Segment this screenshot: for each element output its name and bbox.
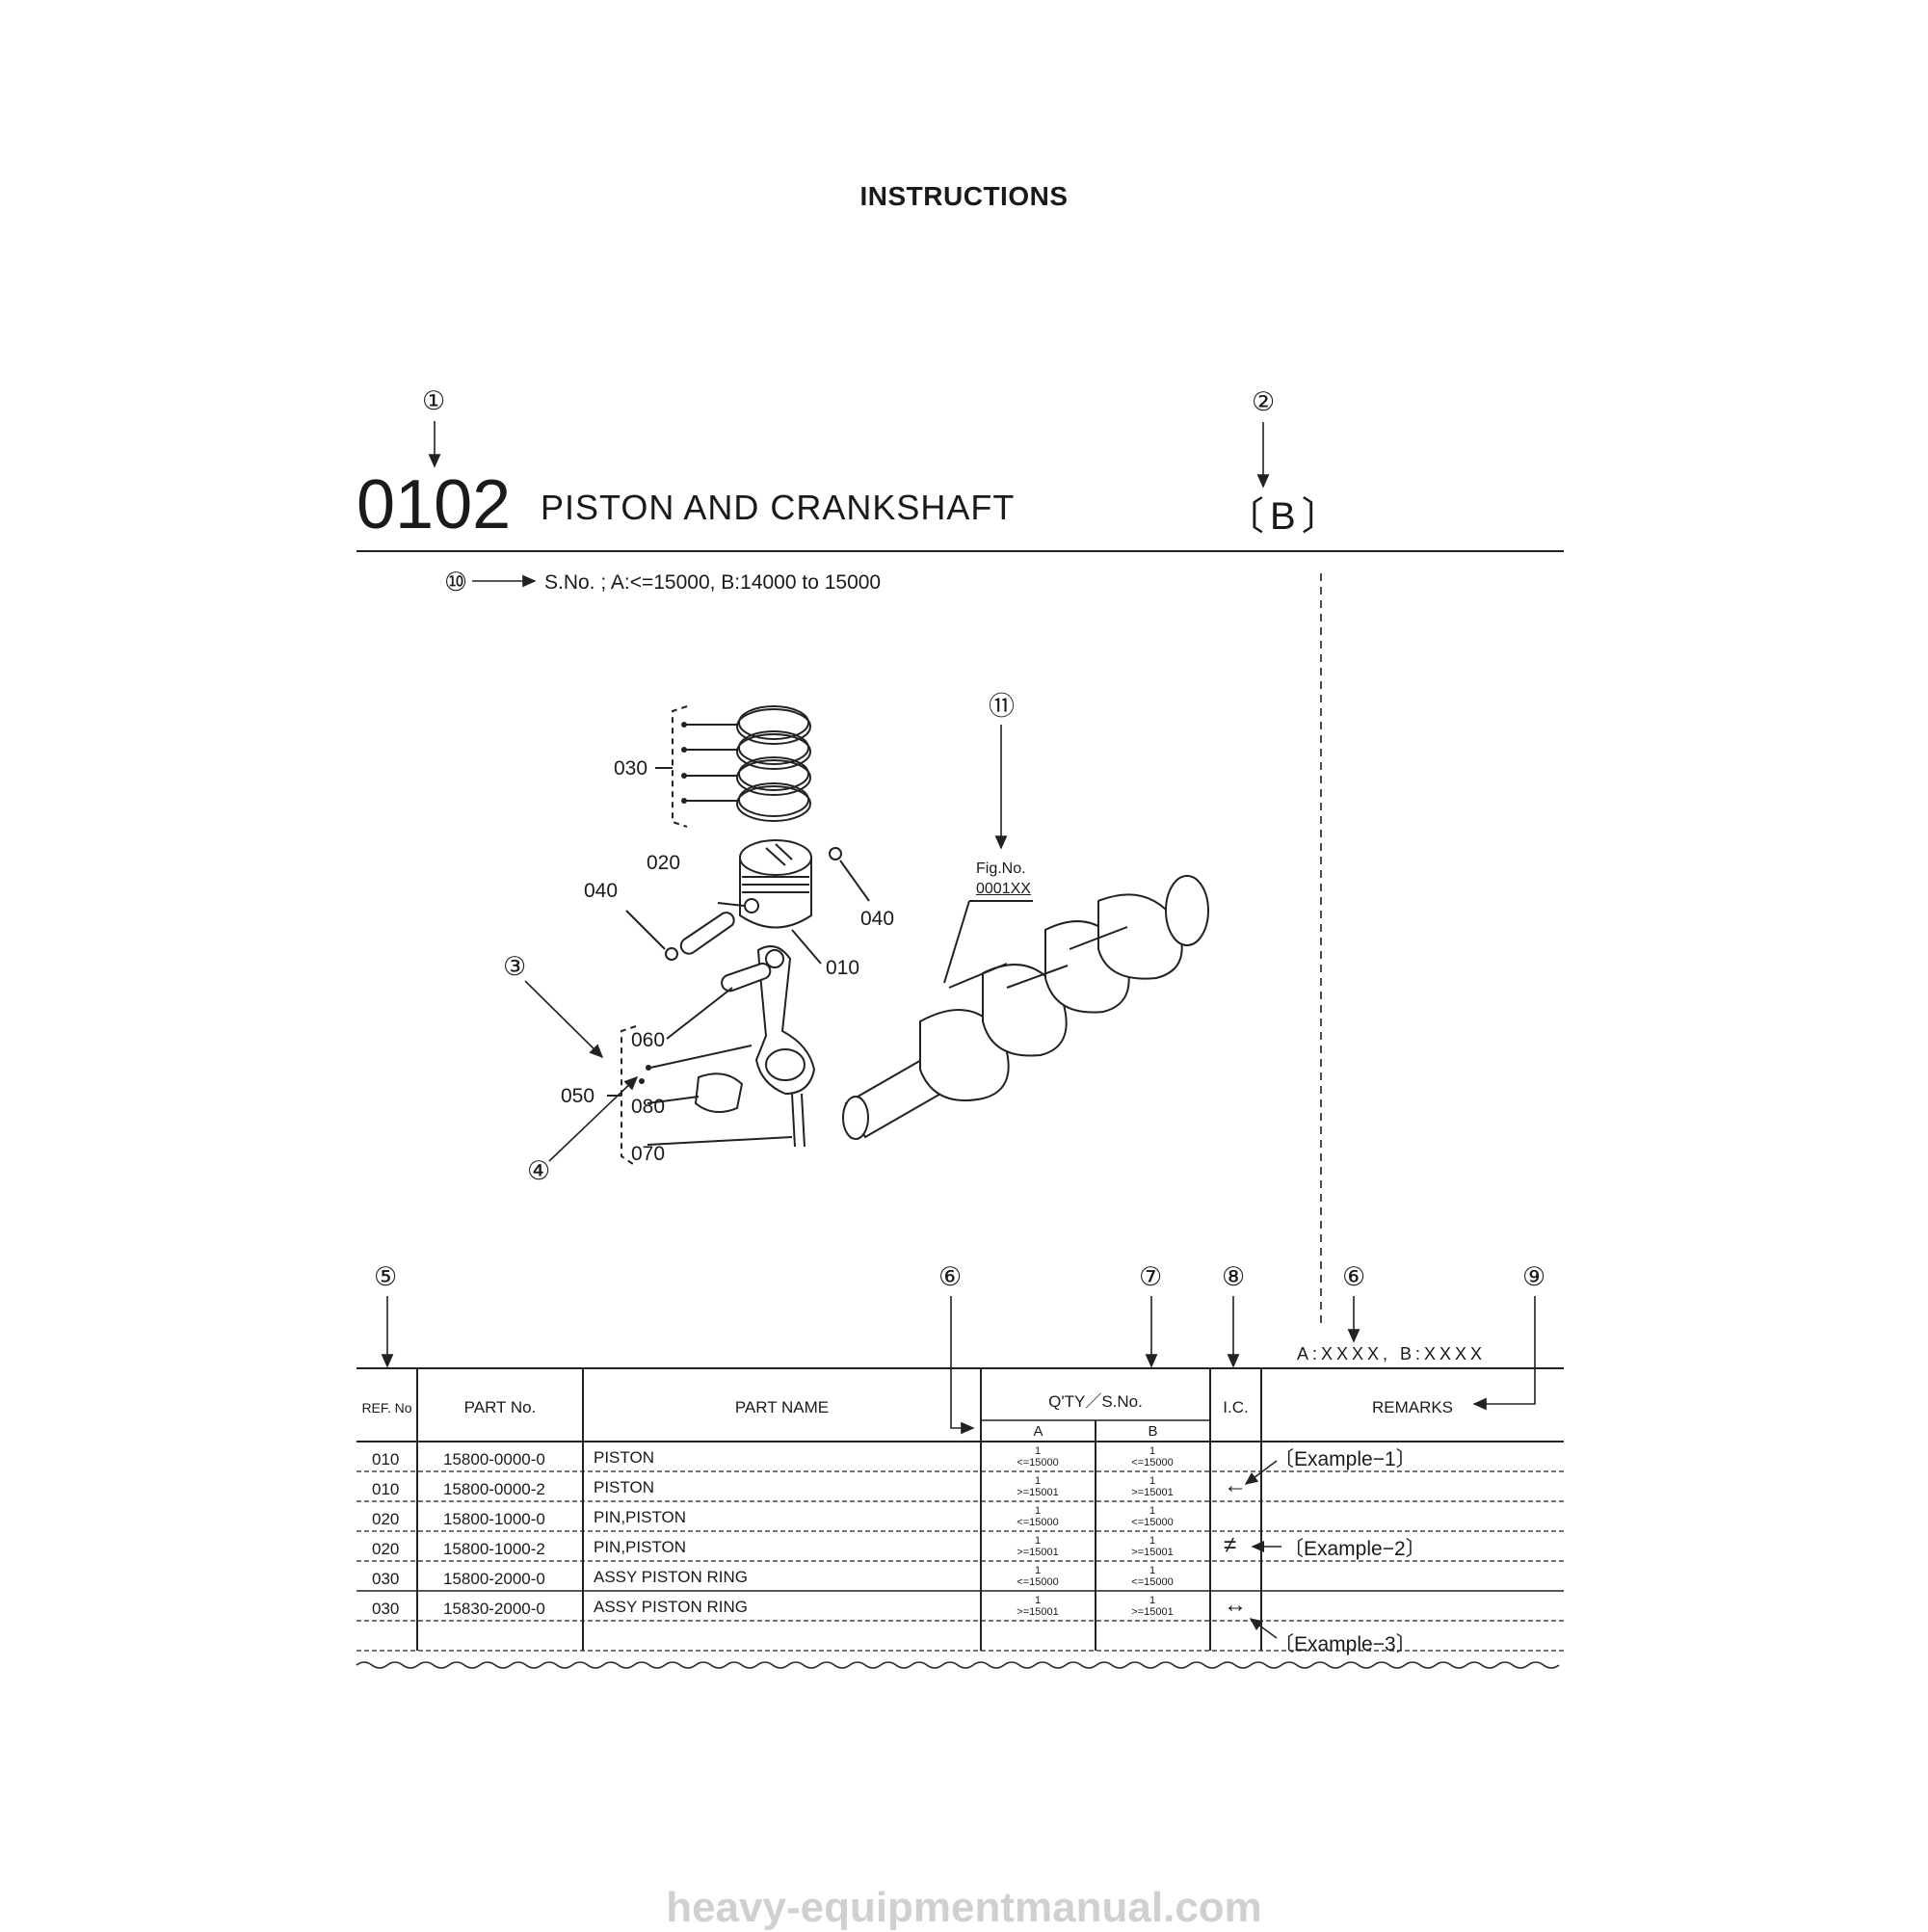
section-code: 0102: [357, 466, 512, 543]
footer-watermark: heavy-equipmentmanual.com: [666, 1884, 1262, 1931]
row-qty-b: 1>=15001: [1131, 1535, 1174, 1558]
pin-drawing: [625, 847, 870, 965]
row-ref: 030: [372, 1600, 400, 1618]
connecting-rod-drawing: [607, 945, 816, 1167]
row-remark: 〔Example−3〕: [1274, 1633, 1416, 1655]
row-ref: 010: [372, 1450, 400, 1469]
row-qty-b: 1>=15001: [1131, 1475, 1174, 1498]
row-part-name: PIN,PISTON: [594, 1508, 687, 1526]
row-qty-b: 1<=15000: [1131, 1445, 1174, 1469]
row-ref: 020: [372, 1510, 400, 1528]
label-080: 080: [631, 1096, 666, 1118]
callout-11: ⑪: [989, 692, 1015, 721]
torn-edge: [356, 1661, 1560, 1669]
row-qty-a: 1>=15001: [1017, 1475, 1059, 1498]
callout-2: ②: [1252, 387, 1276, 416]
label-040-right: 040: [860, 908, 895, 930]
header-col-a: A: [1033, 1423, 1043, 1440]
header-ref-no: REF. No: [361, 1400, 412, 1416]
row-remark: 〔Example−1〕: [1274, 1448, 1416, 1470]
header-ic: I.C.: [1223, 1398, 1249, 1416]
callout-10: ⑩: [444, 568, 468, 596]
ab-serial-line: A:XXXX, B:XXXX: [1297, 1344, 1487, 1363]
row-ref: 030: [372, 1570, 400, 1588]
model-code: 〔B〕: [1226, 495, 1346, 538]
callout-3: ③: [503, 952, 527, 981]
row-part-name: ASSY PISTON RING: [594, 1598, 748, 1616]
callout-5: ⑤: [374, 1262, 398, 1291]
label-050: 050: [561, 1085, 595, 1107]
row-part-no: 15800-2000-0: [443, 1570, 545, 1588]
row-part-name: PISTON: [594, 1448, 654, 1467]
row-ic-mark: ←: [1224, 1472, 1247, 1498]
row-qty-a: 1<=15000: [1017, 1505, 1059, 1528]
label-010: 010: [826, 957, 860, 979]
piston-rings-drawing: [655, 705, 811, 828]
label-020: 020: [647, 852, 681, 874]
row-part-name: ASSY PISTON RING: [594, 1568, 748, 1586]
row-remark: 〔Example−2〕: [1283, 1538, 1426, 1560]
label-060: 060: [631, 1029, 666, 1051]
label-070: 070: [631, 1143, 666, 1165]
row-qty-b: 1<=15000: [1131, 1565, 1174, 1588]
row-qty-b: 1<=15000: [1131, 1505, 1174, 1528]
header-remarks: REMARKS: [1371, 1398, 1454, 1416]
page-heading: INSTRUCTIONS: [859, 181, 1069, 211]
header-col-b: B: [1148, 1423, 1158, 1440]
row-qty-a: 1>=15001: [1017, 1595, 1059, 1618]
row-part-no: 15830-2000-0: [443, 1600, 545, 1618]
title-rule: [357, 550, 1564, 552]
crankshaft-drawing: [842, 875, 1209, 1140]
row-part-no: 15800-0000-2: [443, 1480, 545, 1498]
callout-6: ⑥: [938, 1262, 963, 1291]
row-qty-a: 1>=15001: [1017, 1535, 1059, 1558]
fig-no-label: Fig.No.: [976, 860, 1026, 877]
callout-9: ⑨: [1522, 1262, 1546, 1291]
row-ic-mark: ≠: [1224, 1532, 1237, 1558]
label-040-left: 040: [584, 880, 619, 902]
serial-note: S.No. ; A:<=15000, B:14000 to 15000: [544, 571, 882, 594]
row-qty-b: 1>=15001: [1131, 1595, 1174, 1618]
row-ref: 020: [372, 1540, 400, 1558]
row-part-no: 15800-1000-0: [443, 1510, 545, 1528]
row-part-no: 15800-1000-2: [443, 1540, 545, 1558]
piston-drawing: [739, 839, 812, 929]
header-part-name: PART NAME: [734, 1398, 830, 1416]
label-030: 030: [614, 757, 648, 780]
row-part-name: PIN,PISTON: [594, 1538, 687, 1556]
callout-7: ⑦: [1139, 1262, 1163, 1291]
row-qty-a: 1<=15000: [1017, 1565, 1059, 1588]
row-part-name: PISTON: [594, 1478, 654, 1496]
row-ic-mark: ↔: [1224, 1592, 1247, 1618]
callout-8: ⑧: [1222, 1262, 1246, 1291]
fig-no-value: 0001XX: [976, 881, 1031, 897]
row-part-no: 15800-0000-0: [443, 1450, 545, 1469]
row-ref: 010: [372, 1480, 400, 1498]
section-title: PISTON AND CRANKSHAFT: [541, 488, 1016, 527]
callout-6b: ⑥: [1342, 1262, 1366, 1291]
callout-1: ①: [422, 386, 446, 415]
header-qty: Q'TY／S.No.: [1048, 1392, 1143, 1411]
callout-4: ④: [527, 1156, 551, 1185]
header-part-no: PART No.: [463, 1398, 537, 1416]
row-qty-a: 1<=15000: [1017, 1445, 1059, 1469]
